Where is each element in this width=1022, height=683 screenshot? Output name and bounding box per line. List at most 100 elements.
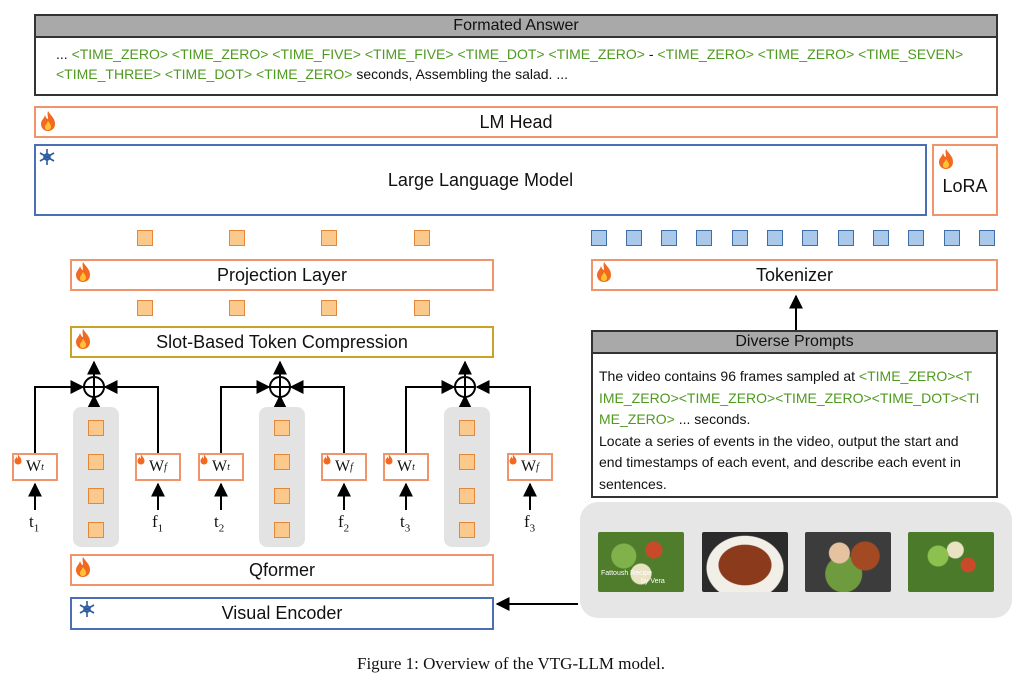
query-token bbox=[274, 522, 290, 538]
qformer-label: Qformer bbox=[248, 559, 315, 580]
visual-token bbox=[321, 230, 337, 246]
fire-icon bbox=[323, 454, 331, 465]
fire-icon bbox=[76, 329, 90, 349]
query-token bbox=[88, 522, 104, 538]
fire-icon bbox=[597, 262, 611, 282]
query-token bbox=[274, 488, 290, 504]
qformer-box: Qformer bbox=[70, 554, 494, 586]
time-token: <TIME_DOT> bbox=[457, 46, 545, 62]
query-token bbox=[88, 488, 104, 504]
video-frame-thumbnail bbox=[702, 532, 788, 592]
text-token bbox=[802, 230, 818, 246]
query-token bbox=[459, 420, 475, 436]
visual-encoder-box: Visual Encoder bbox=[70, 597, 494, 630]
snowflake-icon bbox=[39, 149, 55, 165]
text-token bbox=[908, 230, 924, 246]
fire-icon bbox=[14, 454, 22, 465]
visual-token bbox=[414, 230, 430, 246]
time-token: <TIME_FIVE> bbox=[272, 46, 361, 62]
frame-label: f1 bbox=[152, 512, 164, 535]
frame-label: f2 bbox=[338, 512, 350, 535]
text-token bbox=[591, 230, 607, 246]
lora-label: LoRA bbox=[942, 175, 988, 196]
compressed-token bbox=[137, 300, 153, 316]
query-token bbox=[88, 454, 104, 470]
time-token: <TIME_FIVE> bbox=[364, 46, 454, 62]
time-label: t3 bbox=[400, 512, 411, 535]
video-frame-thumbnail bbox=[805, 532, 891, 592]
query-token bbox=[88, 420, 104, 436]
text-token bbox=[696, 230, 712, 246]
fire-icon bbox=[137, 454, 145, 465]
ellipsis: ... bbox=[56, 46, 68, 62]
formatted-answer-title: Formated Answer bbox=[36, 16, 996, 38]
frame-label: f3 bbox=[524, 512, 536, 535]
compressed-token bbox=[229, 300, 245, 316]
llm-label: Large Language Model bbox=[387, 169, 574, 190]
time-token: <TIME_THREE> bbox=[56, 66, 162, 82]
projection-layer-box: Projection Layer bbox=[70, 259, 494, 291]
lm-head-box: LM Head bbox=[34, 106, 998, 138]
slot-compression-label: Slot-Based Token Compression bbox=[156, 331, 408, 352]
prompt-text: ... seconds. bbox=[674, 411, 751, 427]
fire-icon bbox=[939, 149, 953, 169]
visual-token bbox=[229, 230, 245, 246]
video-frame-thumbnail: Fattoush Recipe by Vera bbox=[598, 532, 684, 592]
fire-icon bbox=[76, 557, 90, 577]
fire-icon bbox=[385, 454, 393, 465]
time-token: <TIME_ZERO> bbox=[71, 46, 169, 62]
query-token bbox=[459, 488, 475, 504]
tokenizer-label: Tokenizer bbox=[755, 264, 834, 285]
prompt-text: The video contains 96 frames sampled at bbox=[599, 368, 859, 384]
fire-icon bbox=[76, 262, 90, 282]
fire-icon bbox=[509, 454, 517, 465]
diverse-prompts-text: The video contains 96 frames sampled at … bbox=[593, 354, 996, 495]
text-token bbox=[979, 230, 995, 246]
text-token bbox=[767, 230, 783, 246]
compressed-token bbox=[414, 300, 430, 316]
time-token: <TIME_ZERO> bbox=[171, 46, 269, 62]
snowflake-icon bbox=[79, 601, 95, 617]
text-token bbox=[732, 230, 748, 246]
lm-head-label: LM Head bbox=[479, 111, 553, 132]
compressed-token bbox=[321, 300, 337, 316]
formatted-answer-text: ... <TIME_ZERO> <TIME_ZERO> <TIME_FIVE> … bbox=[36, 38, 996, 84]
time-token: IME_ZERO><TIME_ZERO><TIME_ZERO><TIME_DOT… bbox=[599, 389, 980, 406]
text-token bbox=[944, 230, 960, 246]
dash: - bbox=[648, 46, 654, 62]
query-token bbox=[459, 454, 475, 470]
lora-box: LoRA bbox=[932, 144, 998, 216]
visual-encoder-label: Visual Encoder bbox=[221, 603, 343, 623]
video-frame-thumbnail bbox=[908, 532, 994, 592]
query-token bbox=[459, 522, 475, 538]
fire-icon bbox=[200, 454, 208, 465]
time-token: <TIME_DOT> bbox=[164, 66, 253, 82]
time-label: t1 bbox=[29, 512, 40, 535]
fire-icon bbox=[41, 111, 55, 131]
text-token bbox=[873, 230, 889, 246]
figure-caption: Figure 1: Overview of the VTG-LLM model. bbox=[357, 654, 665, 673]
prompt-text: end timestamps of each event, and descri… bbox=[599, 454, 961, 470]
time-token: <TIME_ZERO> bbox=[255, 66, 353, 82]
formatted-answer-box: Formated Answer ... <TIME_ZERO> <TIME_ZE… bbox=[34, 14, 998, 96]
time-token: <TIME_ZERO> bbox=[548, 46, 645, 62]
llm-box: Large Language Model bbox=[34, 144, 927, 216]
visual-token bbox=[137, 230, 153, 246]
projection-layer-label: Projection Layer bbox=[216, 264, 348, 285]
text-token bbox=[626, 230, 642, 246]
prompt-text: sentences. bbox=[599, 475, 667, 492]
diverse-prompts-box: Diverse Prompts The video contains 96 fr… bbox=[591, 330, 998, 498]
time-token: <TIME_ZERO> bbox=[657, 46, 754, 62]
query-token bbox=[274, 420, 290, 436]
time-label: t2 bbox=[214, 512, 225, 535]
tokenizer-box: Tokenizer bbox=[591, 259, 998, 291]
text-token bbox=[661, 230, 677, 246]
thumbnail-caption: Fattoush Recipe by Vera bbox=[601, 570, 665, 585]
slot-compression-box: Slot-Based Token Compression bbox=[70, 326, 494, 358]
diverse-prompts-title: Diverse Prompts bbox=[593, 332, 996, 354]
text-token bbox=[838, 230, 854, 246]
